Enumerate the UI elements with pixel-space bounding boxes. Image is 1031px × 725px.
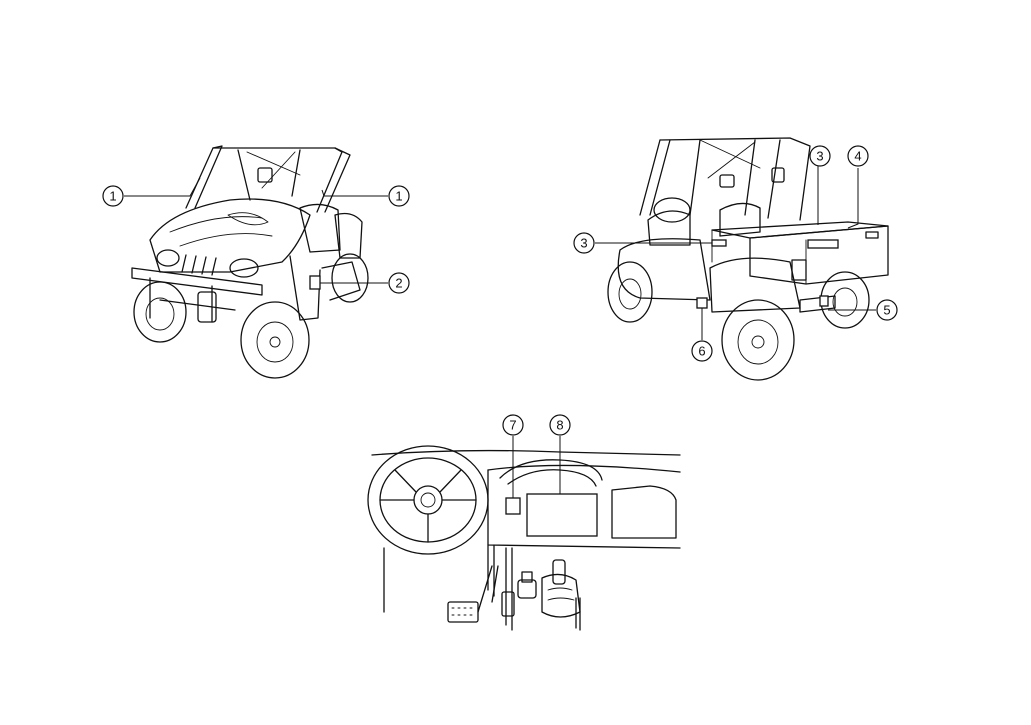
callout-1-front-right: 1 [389,186,409,206]
callout-1-label: 1 [395,189,402,204]
callout-8-label: 8 [556,418,563,433]
callout-1-front-left: 1 [103,186,123,206]
callout-6: 6 [692,341,712,361]
callout-4: 4 [848,146,868,166]
callout-2-label: 2 [395,276,402,291]
vehicle-front-view [124,146,388,378]
callout-7: 7 [503,415,523,435]
callout-7-label: 7 [509,418,516,433]
callout-5-label: 5 [883,303,890,318]
callout-3-top: 3 [810,146,830,166]
callout-8: 8 [550,415,570,435]
callout-4-label: 4 [854,149,861,164]
callout-1-label: 1 [109,189,116,204]
callout-3-side: 3 [574,233,594,253]
callout-2: 2 [389,273,409,293]
dashboard-view [368,436,680,630]
vehicle-rear-view [595,138,888,380]
callout-3-label: 3 [816,149,823,164]
callout-6-label: 6 [698,344,705,359]
callout-3-label: 3 [580,236,587,251]
callout-5: 5 [877,300,897,320]
